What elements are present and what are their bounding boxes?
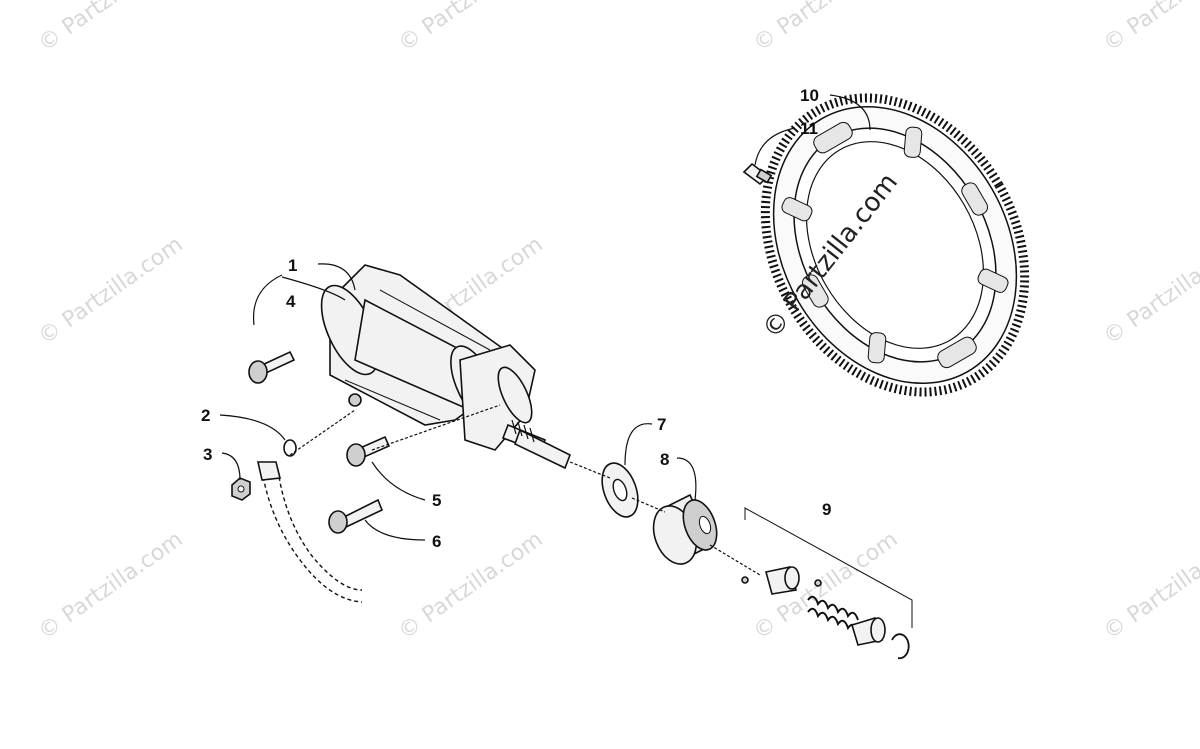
starter-cable <box>257 461 363 603</box>
watermark: © Partzilla.com <box>34 527 187 645</box>
watermark: © Partzilla.com <box>1099 232 1200 350</box>
bolt <box>328 498 384 534</box>
starter-motor <box>320 264 572 470</box>
bolt <box>248 350 296 384</box>
watermark: © Partzilla.com <box>1099 0 1200 57</box>
watermark: © Partzilla.com <box>34 0 187 57</box>
callout-10: 10 <box>800 86 819 105</box>
callout-9: 9 <box>822 500 831 519</box>
bolt <box>346 435 391 467</box>
callout-6: 6 <box>432 532 441 551</box>
callout-labels: 1 2 3 4 5 6 7 8 9 10 11 <box>201 86 831 551</box>
watermark: © Partzilla.com <box>34 232 187 350</box>
watermark: © Partzilla.com <box>749 0 902 57</box>
callout-4: 4 <box>286 292 296 311</box>
callout-3: 3 <box>203 445 212 464</box>
watermark-layer: © Partzilla.com © Partzilla.com © Partzi… <box>34 0 1200 645</box>
callout-11: 11 <box>800 119 818 138</box>
flat-head-screw <box>742 162 773 186</box>
callout-8: 8 <box>660 450 669 469</box>
nut <box>231 477 251 501</box>
callout-5: 5 <box>432 491 441 510</box>
ring-gear: © Partzilla.com <box>757 93 1030 397</box>
leader-lines <box>219 94 871 576</box>
watermark: © Partzilla.com <box>394 527 547 645</box>
lock-washer <box>283 439 297 457</box>
thrust-washer <box>601 462 639 518</box>
watermark: © Partzilla.com <box>394 0 547 57</box>
callout-1: 1 <box>288 256 297 275</box>
clutch-kit <box>741 507 913 660</box>
watermark: © Partzilla.com <box>1099 527 1200 645</box>
callout-7: 7 <box>657 415 666 434</box>
callout-2: 2 <box>201 406 210 425</box>
pinion-gear <box>652 493 718 565</box>
